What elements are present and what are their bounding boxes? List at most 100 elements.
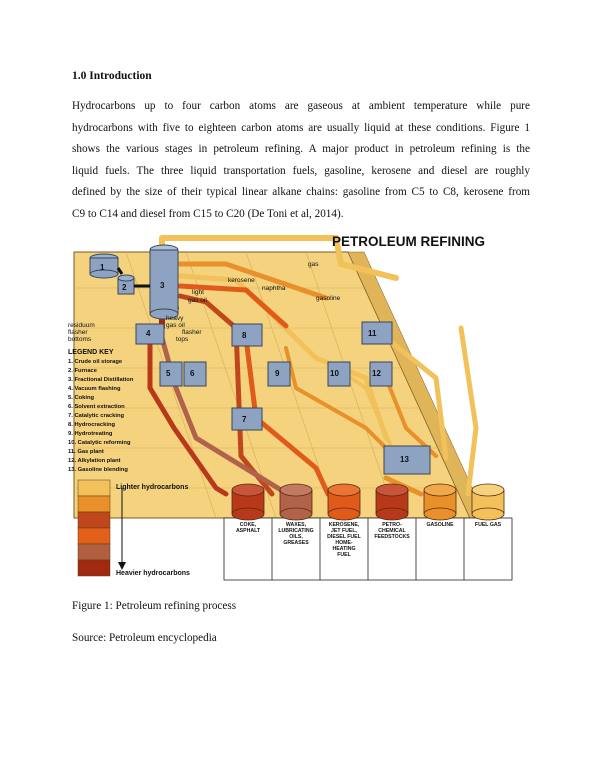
stream-label-gasoline: gasoline	[316, 295, 341, 302]
unit-12-alkylation	[369, 361, 393, 387]
figure-caption: Figure 1: Petroleum refining process	[72, 600, 237, 612]
paragraph-line: C9 to C14 and diesel from C15 to C20 (De…	[72, 207, 344, 220]
scale-swatch	[77, 559, 111, 577]
intro-paragraph: Hydrocarbons up to four carbon atoms are…	[72, 96, 530, 226]
unit-6-solvent-extraction	[183, 361, 207, 387]
product-tank-coke	[231, 483, 265, 521]
stream-label-naphtha: naphtha	[262, 285, 286, 292]
figure-title: PETROLEUM REFINING	[332, 234, 485, 249]
product-tank-petrochemical	[375, 483, 409, 521]
residuum-pipe	[147, 325, 229, 497]
scale-bottom-label: Heavier hydrocarbons	[116, 570, 190, 577]
product-labels: COKE, ASPHALT WAXES, LUBRICATING OILS, G…	[236, 522, 502, 558]
legend-item: 1. Crude oil storage	[68, 359, 123, 365]
unit-number: 12	[372, 369, 381, 378]
product-tanks	[231, 483, 505, 521]
gas-pipe	[159, 235, 399, 281]
fuel-gas-pipe	[458, 325, 479, 497]
process-units	[135, 321, 431, 475]
section-heading: 1.0 Introduction	[72, 70, 152, 82]
stream-label-residuum: residuum	[68, 322, 95, 329]
product-label-waxes: WAXES,	[286, 522, 307, 528]
product-label-waxes: LUBRICATING	[278, 528, 313, 534]
stream-labels: gas kerosene naphtha gasoline light gas …	[68, 261, 341, 343]
unit-number: 13	[400, 455, 409, 464]
product-label-kerosene: DIESEL FUEL	[327, 534, 361, 540]
legend-item: 9. Hydrotreating	[68, 431, 113, 437]
unit-number: 4	[146, 329, 151, 338]
unit-number: 1	[100, 263, 105, 272]
unit-5-coking	[159, 361, 183, 387]
unit-number: 6	[190, 369, 195, 378]
product-label-petrochemical: PETRO-	[382, 522, 402, 528]
petroleum-refining-figure: 1 2 3 4 5 6 7 8 9 10 11 12 13 PETROLEUM …	[66, 228, 528, 584]
paragraph-line: shows the various stages in petroleum re…	[72, 143, 530, 156]
product-label-kerosene: HOME-	[335, 540, 353, 546]
unit-number: 10	[330, 369, 339, 378]
crude-feed-pipe	[116, 267, 124, 275]
product-label-kerosene: KEROSENE,	[329, 522, 360, 528]
paragraph-line: Hydrocarbons up to four carbon atoms are…	[72, 100, 530, 112]
stream-label-heavy-gas-oil: heavy	[166, 315, 184, 322]
unit-number-labels: 1 2 3 4 5 6 7 8 9 10 11 12 13	[100, 263, 409, 464]
unit-8-hydrocracking	[231, 323, 263, 347]
stream-label-kerosene: kerosene	[228, 277, 255, 284]
hydrotreater-pipe	[284, 346, 398, 460]
legend-item: 13. Gasoline blending	[68, 467, 128, 473]
product-label-waxes: OILS,	[289, 534, 303, 540]
stream-label-gas: gas	[308, 261, 319, 268]
unit-number: 7	[242, 415, 247, 424]
unit-11-gas-plant	[361, 321, 393, 345]
stream-label-flasher-bottoms: flasher	[68, 329, 88, 336]
product-tank-gasoline	[423, 483, 457, 521]
scale-top-label: Lighter hydrocarbons	[116, 484, 188, 491]
unit-13-gasoline-blending	[383, 445, 431, 475]
hydrocracker-pipe	[243, 335, 331, 497]
paragraph-line: liquid fuels. The three liquid transport…	[72, 164, 530, 177]
product-tank-waxes	[279, 483, 313, 521]
scale-arrow-head	[118, 562, 126, 570]
figure-source: Source: Petroleum encyclopedia	[72, 632, 217, 644]
unit-4-vacuum-flashing	[135, 323, 165, 345]
legend-item: 2. Furnace	[68, 368, 98, 374]
stream-label-heavy-gas-oil: gas oil	[166, 322, 185, 329]
product-label-kerosene: FUEL	[337, 552, 351, 558]
legend-item: 10. Catalytic reforming	[68, 440, 131, 446]
kerosene-pipe	[177, 283, 289, 329]
scale-swatch	[77, 511, 111, 529]
stream-label-flasher-tops: flasher	[182, 329, 202, 336]
refining-diagram: 1 2 3 4 5 6 7 8 9 10 11 12 13 PETROLEUM …	[68, 234, 513, 581]
legend-key: LEGEND KEY 1. Crude oil storage 2. Furna…	[68, 349, 134, 473]
paragraph-line: defined by the size of their typical lin…	[72, 186, 530, 199]
unit-number: 5	[166, 369, 171, 378]
paragraph-line: hydrocarbons with five to eighteen carbo…	[72, 121, 530, 134]
product-label-coke: ASPHALT	[236, 528, 261, 534]
scale-swatch	[77, 543, 111, 561]
unit-number: 8	[242, 331, 247, 340]
legend-item: 7. Catalytic cracking	[68, 413, 125, 419]
hydrocarbon-scale	[77, 479, 111, 577]
unit-number: 9	[275, 369, 280, 378]
stream-label-light-gas-oil: gas oil	[188, 297, 207, 304]
product-tank-fuel-gas	[471, 483, 505, 521]
unit-1-crude-storage	[89, 253, 119, 279]
scale-swatch	[77, 527, 111, 545]
unit-number: 11	[368, 329, 377, 338]
unit-9-hydrotreating	[267, 361, 291, 387]
legend-item: 6. Solvent extraction	[68, 404, 125, 410]
legend-item: 12. Alkylation plant	[68, 458, 121, 464]
product-label-waxes: GREASES	[283, 540, 309, 546]
unit-10-catalytic-reforming	[327, 361, 351, 387]
gasoline-pipe	[177, 261, 329, 301]
product-label-kerosene: HEATING	[333, 546, 356, 552]
legend-title: LEGEND KEY	[68, 349, 114, 356]
product-label-fuel-gas: FUEL GAS	[475, 522, 502, 528]
product-tank-kerosene	[327, 483, 361, 521]
naphtha-pipe	[177, 273, 389, 441]
legend-item: 4. Vacuum flashing	[68, 386, 121, 392]
scale-swatch	[77, 495, 111, 513]
legend-item: 11. Gas plant	[68, 449, 104, 455]
unit-3-distillation-tower	[149, 244, 179, 320]
unit-number: 2	[122, 283, 127, 292]
stream-label-flasher-tops: tops	[176, 336, 189, 343]
